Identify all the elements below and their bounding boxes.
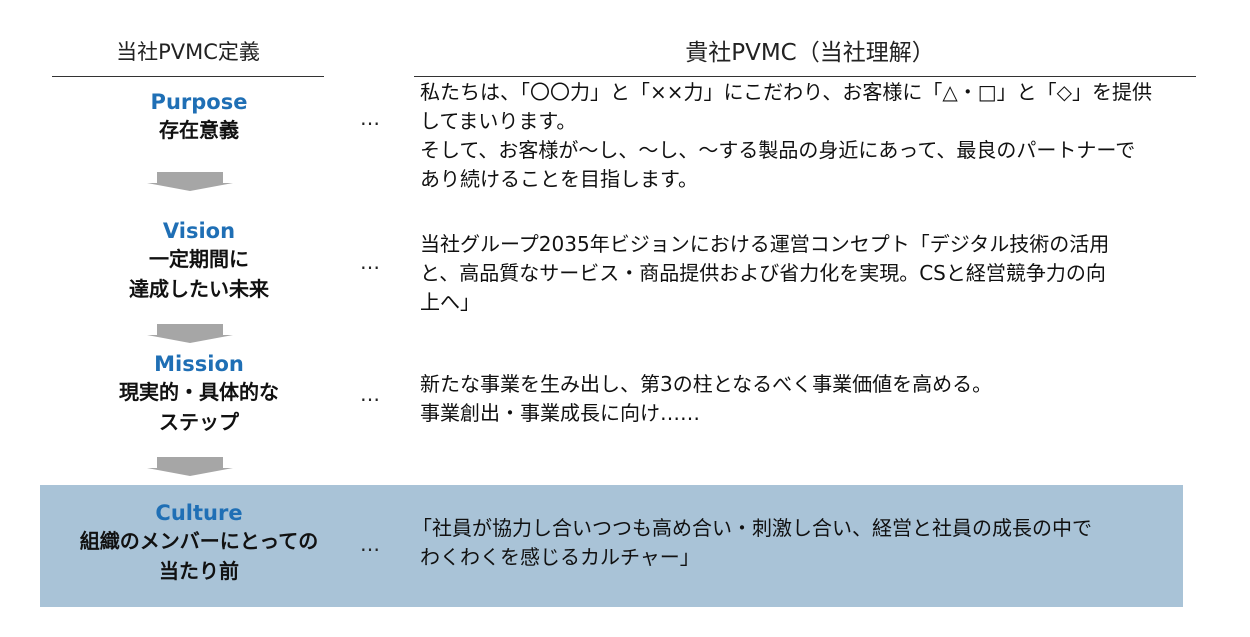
purpose-desc-line: 私たちは、「〇〇力」と「××力」にこだわり、お客様に「△・□」と「◇」を提供	[420, 80, 1152, 104]
culture-description: 「社員が協力し合いつつも高め合い・刺激し合い、経営と社員の成長の中で わくわくを…	[412, 514, 1182, 572]
culture-label: Culture	[155, 501, 243, 525]
culture-ellipsis: …	[360, 532, 382, 556]
purpose-description: 私たちは、「〇〇力」と「××力」にこだわり、お客様に「△・□」と「◇」を提供 し…	[420, 78, 1190, 194]
purpose-ellipsis: …	[360, 106, 382, 130]
left-column-header: 当社PVMC定義	[116, 40, 260, 64]
vision-meaning: 達成したい未来	[129, 277, 269, 301]
culture-desc-line: 「社員が協力し合いつつも高め合い・刺激し合い、経営と社員の成長の中で	[412, 516, 1092, 540]
vision-desc-line: と、高品質なサービス・商品提供および省力化を実現。CSと経営競争力の向	[420, 261, 1106, 285]
left-header-divider	[52, 76, 324, 77]
purpose-desc-line: あり続けることを目指します。	[420, 167, 698, 191]
vision-label: Vision	[162, 219, 236, 243]
culture-meaning: 組織のメンバーにとっての	[79, 529, 319, 553]
purpose-label: Purpose	[150, 90, 248, 114]
purpose-term: Purpose 存在意義	[64, 89, 334, 145]
vision-desc-line: 上へ」	[420, 290, 480, 314]
mission-ellipsis: …	[360, 382, 382, 406]
vision-meaning: 一定期間に	[149, 247, 249, 271]
purpose-desc-line: そして、お客様が～し、～し、～する製品の身近にあって、最良のパートナーで	[420, 138, 1136, 162]
culture-meaning: 当たり前	[159, 559, 239, 583]
mission-description: 新たな事業を生み出し、第3の柱となるべく事業価値を高める。 事業創出・事業成長に…	[420, 370, 1190, 428]
right-header-divider	[414, 76, 1196, 77]
purpose-meaning: 存在意義	[159, 118, 239, 142]
vision-ellipsis: …	[360, 250, 382, 274]
mission-desc-line: 事業創出・事業成長に向け……	[420, 401, 700, 425]
culture-row-highlight	[40, 485, 1183, 607]
purpose-desc-line: してまいります。	[420, 109, 577, 133]
culture-term: Culture 組織のメンバーにとっての 当たり前	[64, 500, 334, 586]
vision-term: Vision 一定期間に 達成したい未来	[64, 218, 334, 304]
vision-description: 当社グループ2035年ビジョンにおける運営コンセプト「デジタル技術の活用 と、高…	[420, 230, 1190, 317]
right-column-header: 貴社PVMC（当社理解）	[685, 40, 935, 66]
mission-desc-line: 新たな事業を生み出し、第3の柱となるべく事業価値を高める。	[420, 372, 993, 396]
mission-meaning: ステップ	[159, 410, 239, 434]
mission-meaning: 現実的・具体的な	[119, 380, 279, 404]
mission-label: Mission	[154, 352, 244, 376]
vision-desc-line: 当社グループ2035年ビジョンにおける運営コンセプト「デジタル技術の活用	[420, 232, 1110, 256]
mission-term: Mission 現実的・具体的な ステップ	[64, 351, 334, 437]
culture-desc-line: わくわくを感じるカルチャー」	[420, 545, 700, 569]
